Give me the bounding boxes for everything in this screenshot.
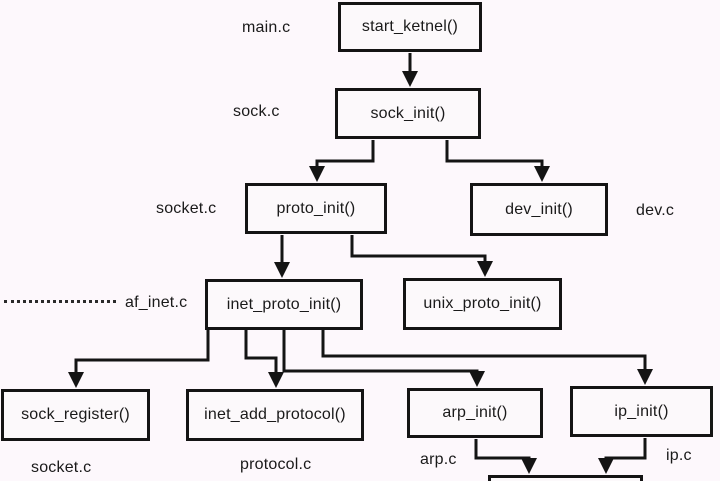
node-proto-init: proto_init() [245, 183, 387, 234]
file-label-socket-c-top: socket.c [156, 200, 217, 217]
edge-arp-init-to-bottom-box [474, 439, 537, 474]
file-label-socket-c-bottom: socket.c [31, 459, 92, 476]
edge-inet-proto-init-to-inet-add-protocol [244, 330, 284, 388]
edge-inet-proto-init-to-ip-init [321, 330, 653, 385]
edge-sock-init-to-dev-init [445, 140, 550, 182]
node-arp-init: arp_init() [407, 388, 543, 438]
file-label-arp-c: arp.c [420, 451, 457, 468]
edge-ip-init-to-bottom-box [598, 438, 647, 474]
file-label-ip-c: ip.c [666, 447, 692, 464]
node-inet-add-protocol: inet_add_protocol() [186, 389, 364, 441]
file-label-af-inet-c: af_inet.c [125, 294, 188, 311]
dotted-leader-line [4, 300, 116, 303]
node-bottom-partial [488, 475, 643, 481]
edge-proto-init-to-unix-proto-init [350, 235, 493, 277]
node-unix-proto-init: unix_proto_init() [403, 278, 562, 330]
file-label-dev-c: dev.c [636, 202, 675, 219]
node-start-ketnel: start_ketnel() [338, 2, 482, 52]
node-ip-init: ip_init() [570, 386, 713, 437]
edge-sock-init-to-proto-init [309, 140, 375, 182]
node-dev-init: dev_init() [470, 183, 608, 236]
node-sock-register: sock_register() [1, 389, 150, 441]
node-sock-init: sock_init() [335, 88, 481, 139]
file-label-main-c: main.c [242, 19, 291, 36]
edge-inet-proto-init-to-arp-init [282, 330, 485, 387]
edge-inet-proto-init-to-sock-register [68, 330, 210, 388]
file-label-protocol-c: protocol.c [240, 456, 312, 473]
file-label-sock-c: sock.c [233, 103, 280, 120]
node-inet-proto-init: inet_proto_init() [205, 279, 363, 330]
